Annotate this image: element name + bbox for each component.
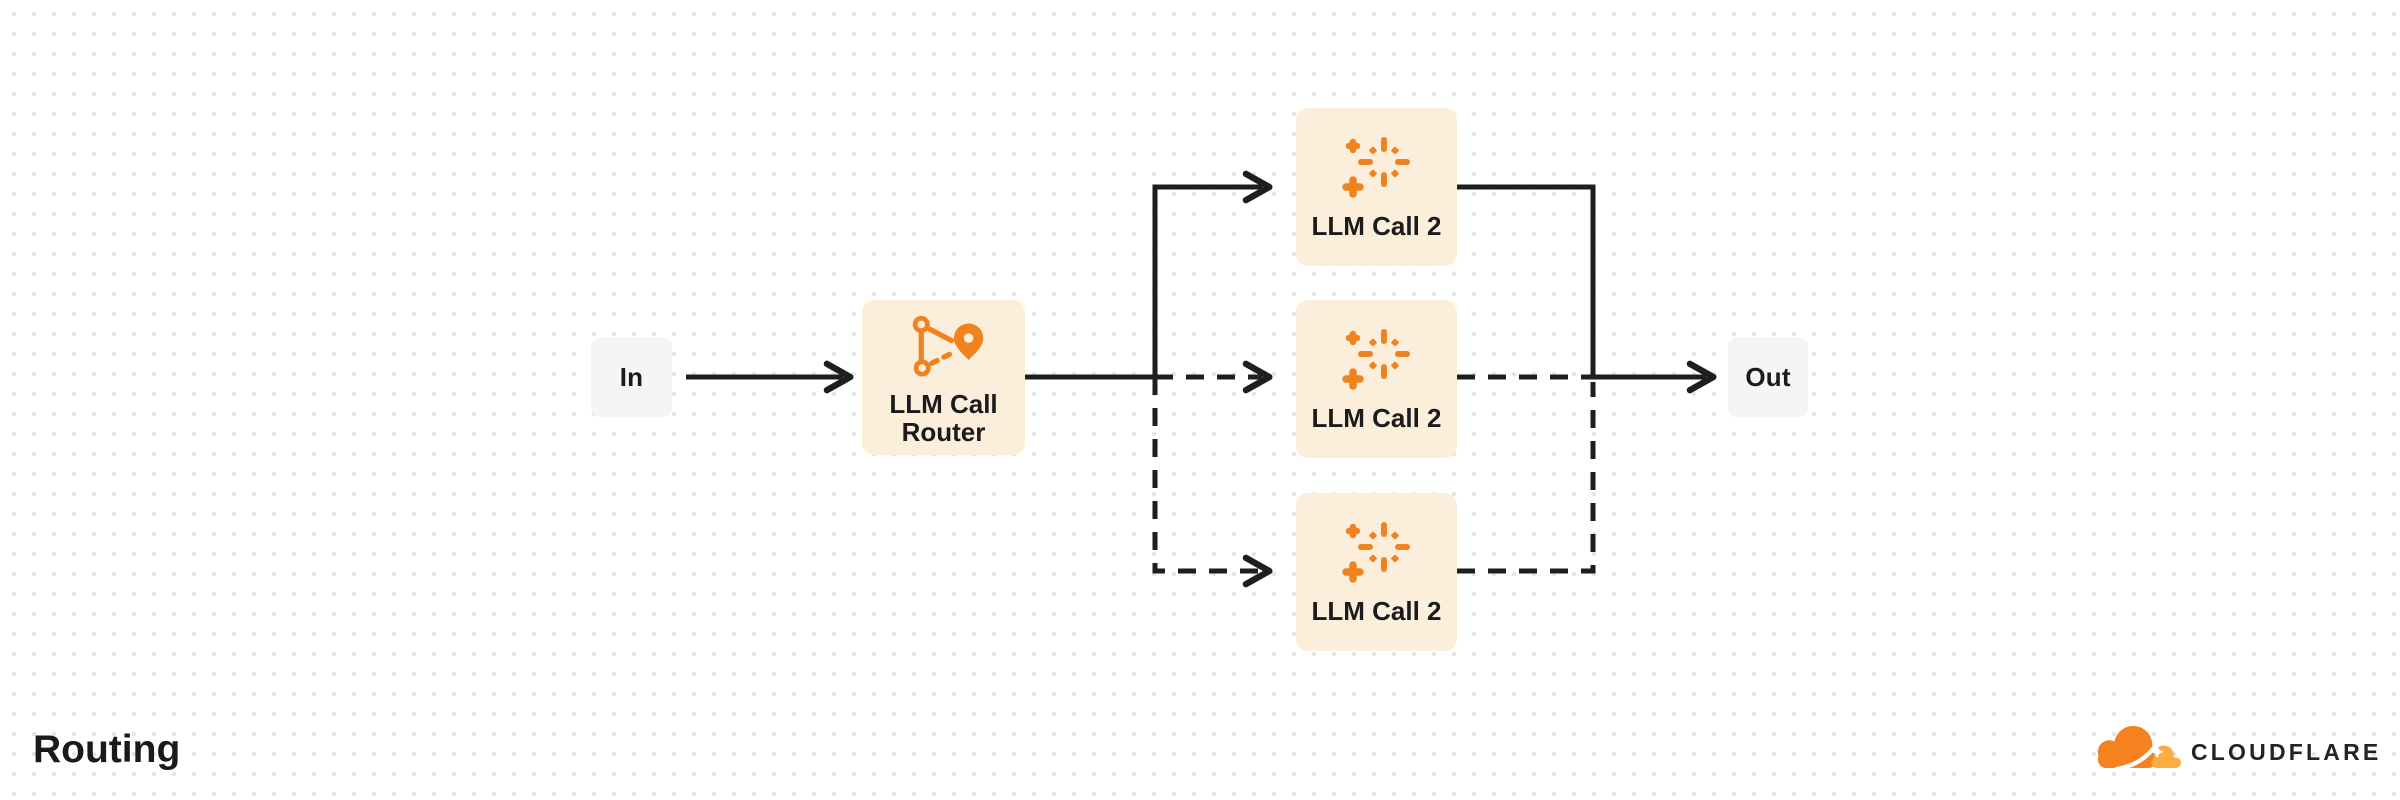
llm-call-node-label: LLM Call 2: [1311, 211, 1442, 241]
llm-call-node-top: LLM Call 2: [1296, 108, 1457, 266]
output-node: Out: [1728, 337, 1808, 417]
edge-router-to-call-bottom: [1152, 377, 1273, 588]
llm-call-node-bottom: LLM Call 2: [1296, 493, 1457, 651]
router-node: LLM Call Router: [862, 300, 1025, 455]
edge-call-top-to-out: [1457, 184, 1717, 394]
cloudflare-brand: CLOUDFLARE: [2094, 722, 2381, 774]
edge-router-to-call-top: [1025, 170, 1273, 380]
sparkles-icon: [1341, 318, 1413, 396]
edge-call-bottom-to-out: [1457, 382, 1596, 574]
router-node-label: LLM Call Router: [889, 389, 998, 447]
cloudflare-wordmark: CLOUDFLARE: [2191, 739, 2382, 765]
llm-call-node-middle: LLM Call 2: [1296, 300, 1457, 458]
cloudflare-cloud-icon: [2094, 721, 2182, 776]
output-node-label: Out: [1745, 361, 1791, 392]
sparkles-icon: [1341, 126, 1413, 204]
page-title: Routing: [33, 728, 181, 771]
llm-call-node-label: LLM Call 2: [1311, 596, 1442, 626]
input-node: In: [591, 337, 672, 417]
sparkles-icon: [1341, 511, 1413, 589]
llm-call-node-label: LLM Call 2: [1311, 403, 1442, 433]
input-node-label: In: [619, 361, 644, 392]
route-icon: [898, 310, 990, 390]
